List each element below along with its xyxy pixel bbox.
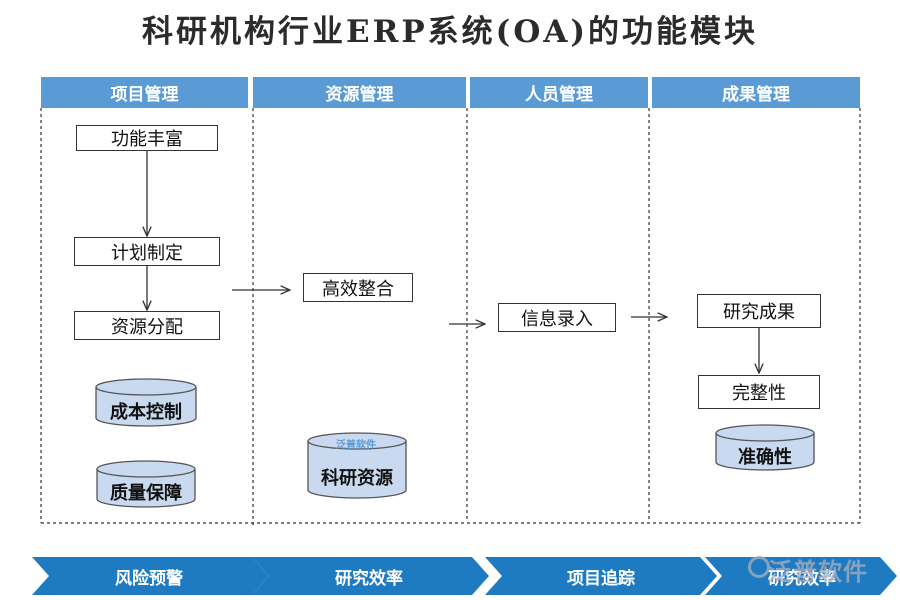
footer-project-tracking: 项目追踪 (567, 568, 635, 589)
header-resource-management: 资源管理 (253, 77, 466, 108)
database-research-resource-shape (307, 432, 407, 499)
watermark-text: 泛普软件 (768, 558, 868, 586)
header-results-management: 成果管理 (652, 77, 860, 108)
footer-research-efficiency-1: 研究效率 (335, 568, 403, 589)
database-cost-control-shape (95, 378, 197, 427)
step-research-results: 研究成果 (697, 294, 821, 328)
database-accuracy-shape (715, 424, 815, 471)
chevron-1 (32, 557, 269, 595)
footer-chevrons (32, 557, 897, 595)
database-quality-assurance: 质量保障 (97, 461, 195, 507)
step-efficient-integration: 高效整合 (303, 273, 413, 302)
step-plan-making: 计划制定 (74, 237, 220, 266)
page-title: 科研机构行业ERP系统(OA)的功能模块 (141, 14, 759, 50)
footer-research-efficiency-2: 研究效率 (768, 568, 836, 589)
flow-arrows (147, 151, 759, 373)
watermark-small: 泛普软件 (336, 440, 376, 451)
database-cost-control-label: 成本控制 (110, 401, 182, 423)
database-accuracy-label: 准确性 (738, 446, 792, 468)
step-resource-allocation: 资源分配 (74, 311, 220, 340)
database-accuracy: 准确性 (716, 425, 814, 470)
dashed-frame (40, 108, 861, 528)
watermark-logo-icon (748, 556, 770, 578)
header-personnel-management: 人员管理 (470, 77, 648, 108)
chevron-2 (252, 557, 489, 595)
database-research-resources-label: 科研资源 (321, 467, 393, 489)
database-cost-control: 成本控制 (96, 379, 196, 426)
step-integrity: 完整性 (698, 375, 820, 409)
footer-risk-warning: 风险预警 (115, 568, 183, 589)
database-quality-shape (96, 460, 196, 508)
database-research-resources: 科研资源 (308, 433, 406, 498)
step-info-entry: 信息录入 (498, 303, 616, 332)
step-feature-rich: 功能丰富 (76, 125, 218, 151)
chevron-3 (485, 557, 717, 595)
database-quality-assurance-label: 质量保障 (110, 483, 182, 504)
header-project-management: 项目管理 (41, 77, 248, 108)
